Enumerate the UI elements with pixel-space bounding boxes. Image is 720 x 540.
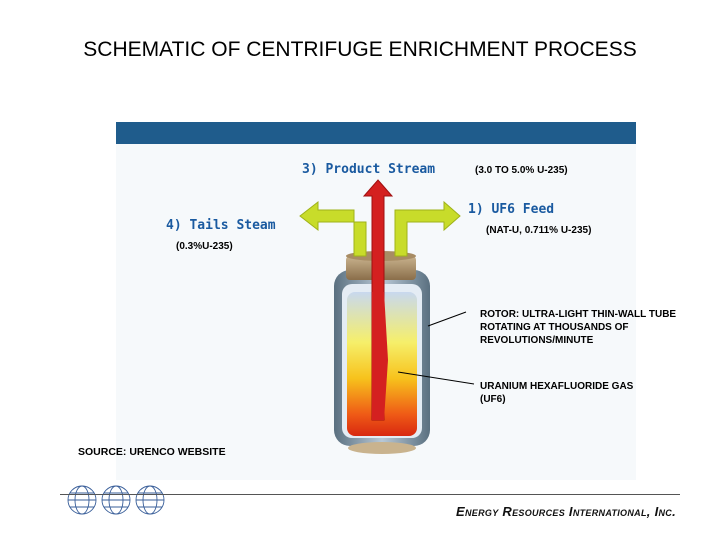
globe-mesh-logo-icon [67,485,165,515]
rotor-callout: ROTOR: ULTRA-LIGHT THIN-WALL TUBE ROTATI… [480,309,677,346]
rotor-callout-line [427,311,467,327]
casing-base [348,442,416,454]
feed-arrow [394,200,461,257]
company-name: Energy Resources International, Inc. [456,504,676,519]
tails-assay: (0.3%U-235) [176,241,233,252]
panel-header-bar [116,122,636,144]
gas-callout: URANIUM HEXAFLUORIDE GAS (UF6) [480,381,634,405]
tails-label: 4) Tails Steam [166,218,276,233]
feed-label: 1) UF6 Feed [468,202,555,217]
source-note: SOURCE: URENCO WEBSITE [78,446,226,458]
product-assay: (3.0 TO 5.0% U-235) [475,165,568,176]
feed-assay: (NAT-U, 0.711% U-235) [486,225,592,236]
tails-arrow [299,200,367,257]
footer-divider [60,494,680,495]
product-stream-label: 3) Product Stream [302,162,436,177]
gas-callout-line [397,371,475,385]
rotor-core [372,292,388,420]
page-title: SCHEMATIC OF CENTRIFUGE ENRICHMENT PROCE… [83,38,637,61]
